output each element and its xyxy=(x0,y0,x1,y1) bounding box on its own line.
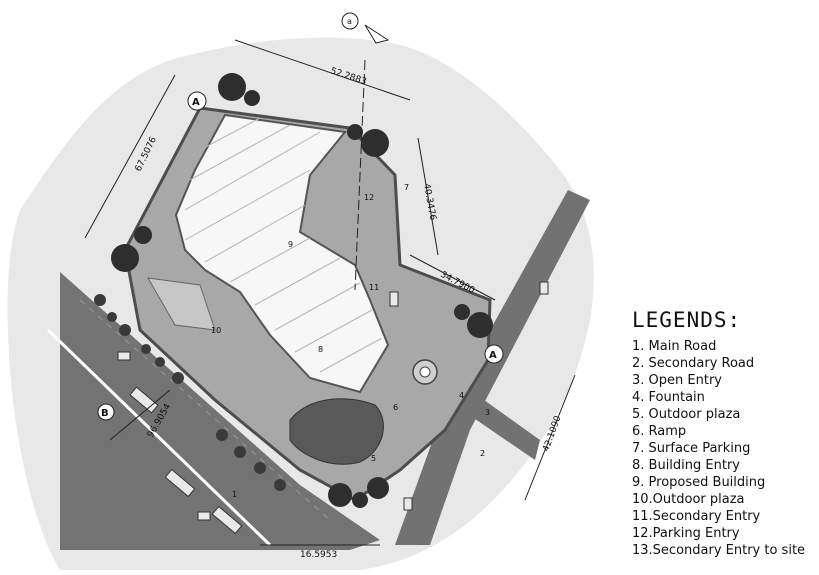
legend-item: 11.Secondary Entry xyxy=(632,509,761,524)
section-a-top-text: A xyxy=(192,97,200,108)
secondary-road xyxy=(395,190,590,545)
label-12: 12 xyxy=(364,193,374,202)
legend-item: 6. Ramp xyxy=(632,424,687,439)
label-7: 7 xyxy=(404,183,409,192)
label-10: 10 xyxy=(211,326,221,335)
outdoor-plaza-10 xyxy=(147,277,216,331)
legend-item: 9. Proposed Building xyxy=(632,475,766,490)
label-4: 4 xyxy=(459,391,464,400)
roadside-trees xyxy=(94,294,286,491)
trees xyxy=(111,73,493,508)
section-marker-a-top xyxy=(187,91,207,111)
north-arrow-icon: a xyxy=(341,12,390,44)
section-b-text: B xyxy=(101,408,109,419)
label-5: 5 xyxy=(371,454,376,463)
label-6: 6 xyxy=(393,403,398,412)
building-hatch xyxy=(184,117,383,373)
legend-item: 5. Outdoor plaza xyxy=(632,407,741,422)
legend-item: 13.Secondary Entry to site xyxy=(632,543,806,558)
legend-item: 3. Open Entry xyxy=(632,373,722,388)
label-3: 3 xyxy=(485,408,490,417)
legend-title: LEGENDS: xyxy=(632,308,742,332)
road-lane xyxy=(79,299,331,521)
legend-item: 10.Outdoor plaza xyxy=(632,492,745,507)
road-curb xyxy=(46,328,272,547)
dim-bottom: 16.5953 xyxy=(300,550,337,560)
legend-item: 7. Surface Parking xyxy=(632,441,751,456)
legend-item: 8. Building Entry xyxy=(632,458,740,473)
label-1: 1 xyxy=(232,490,237,499)
section-marker-b xyxy=(97,403,115,421)
main-road xyxy=(60,272,380,550)
svg-text:a: a xyxy=(347,17,352,26)
secondary-road-branch xyxy=(462,390,540,460)
legend: LEGENDS: 1. Main Road 2. Secondary Road … xyxy=(632,308,817,559)
label-8: 8 xyxy=(318,345,323,354)
fountain-inner xyxy=(419,366,431,378)
label-11: 11 xyxy=(369,283,379,292)
label-2: 2 xyxy=(480,449,485,458)
section-a-right-text: A xyxy=(489,350,497,361)
label-9: 9 xyxy=(288,240,293,249)
legend-item: 2. Secondary Road xyxy=(632,356,755,371)
dimension-lines xyxy=(84,39,576,546)
section-marker-a-right xyxy=(484,344,504,364)
legend-item: 1. Main Road xyxy=(632,339,717,354)
legend-item: 12.Parking Entry xyxy=(632,526,740,541)
outdoor-plaza-5 xyxy=(289,398,384,465)
legend-item: 4. Fountain xyxy=(632,390,705,405)
